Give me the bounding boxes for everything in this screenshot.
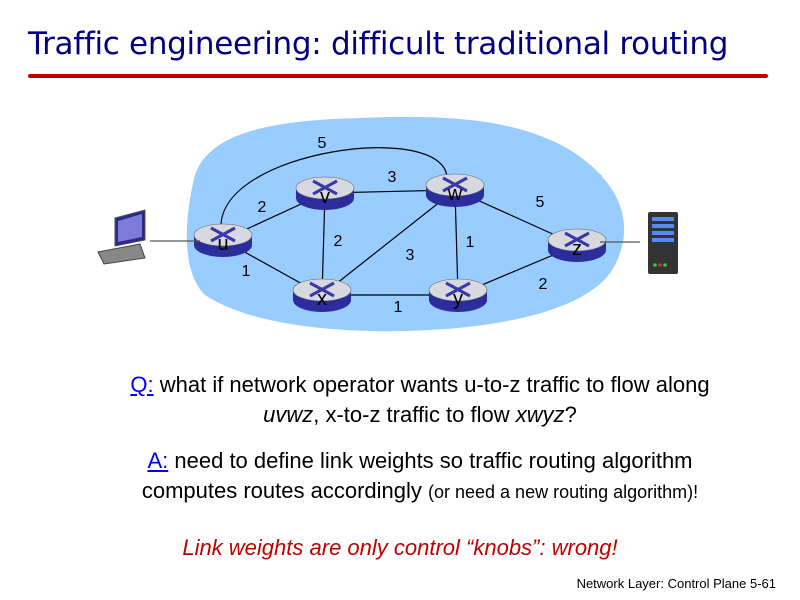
router-label: v <box>320 186 330 208</box>
router-z: z <box>547 228 607 262</box>
link-u-w <box>220 147 448 229</box>
answer-aside: (or need a new routing algorithm)! <box>428 482 699 502</box>
router-icon <box>309 281 335 298</box>
link-w-y <box>454 189 459 296</box>
question-line2: , x-to-z traffic to flow <box>313 402 516 427</box>
answer-label: A: <box>147 448 169 473</box>
network-diagram: 2 1 5 3 2 3 1 1 5 2 u v w x y z <box>97 116 678 332</box>
router-label: x <box>317 288 327 310</box>
answer-line1: need to define link weights so traffic r… <box>168 448 693 473</box>
path-uvwz: uvwz <box>263 402 314 427</box>
question-label: Q: <box>130 372 154 397</box>
link-x-w <box>321 189 456 296</box>
question-end: ? <box>564 402 577 427</box>
weight-u-v: 2 <box>258 199 267 216</box>
slide-footer: Network Layer: Control Plane 5-61 <box>576 576 776 591</box>
router-v: v <box>295 176 355 210</box>
router-label: y <box>453 288 463 310</box>
router-icon <box>210 226 236 243</box>
router-y: y <box>428 278 488 312</box>
weight-x-w: 3 <box>406 247 415 264</box>
weight-u-x: 1 <box>242 263 251 280</box>
weight-y-z: 2 <box>539 276 548 293</box>
conclusion: Link weights are only control “knobs”: w… <box>182 535 618 560</box>
router-w: w <box>425 173 485 207</box>
question-text: Q: what if network operator wants u-to-z… <box>40 370 800 430</box>
answer-text: A: need to define link weights so traffi… <box>40 446 800 507</box>
link-v-x <box>321 192 326 296</box>
weight-v-x: 2 <box>334 233 343 250</box>
router-icon <box>564 231 590 248</box>
router-label: z <box>572 238 582 260</box>
laptop-icon <box>97 209 146 265</box>
title-underline <box>28 74 768 78</box>
weight-u-w: 5 <box>318 135 327 152</box>
router-x: x <box>292 278 352 312</box>
path-xwyz: xwyz <box>515 402 565 427</box>
router-icon <box>445 281 471 298</box>
server-icon <box>648 212 678 274</box>
weight-w-y: 1 <box>466 234 475 251</box>
weight-x-y: 1 <box>394 299 403 316</box>
router-label: w <box>447 183 463 205</box>
router-icon <box>312 179 338 196</box>
router-u: u <box>193 223 253 257</box>
answer-line2: computes routes accordingly <box>141 478 428 503</box>
weight-v-w: 3 <box>388 169 397 186</box>
router-label: u <box>217 233 228 255</box>
weight-w-z: 5 <box>536 194 545 211</box>
network-cloud <box>186 116 625 332</box>
slide-title: Traffic engineering: difficult tradition… <box>28 26 729 62</box>
question-line1: what if network operator wants u-to-z tr… <box>153 372 710 397</box>
router-icon <box>442 176 468 193</box>
